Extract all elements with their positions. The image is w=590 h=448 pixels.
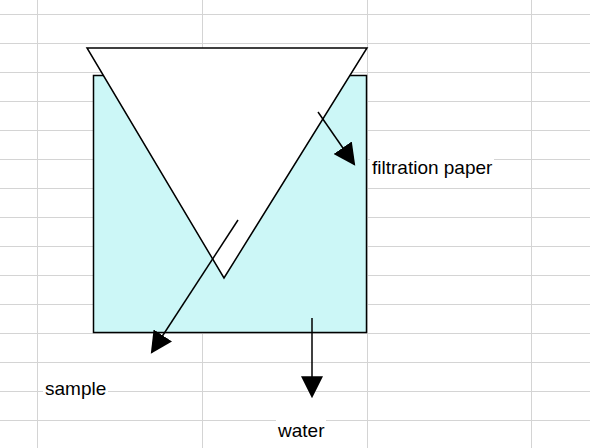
filter-paper-arrow (318, 112, 354, 164)
sample-arrow (152, 220, 238, 352)
part-label: sample (43, 378, 108, 400)
water-arrow (311, 318, 313, 396)
filter-paper-cone (87, 48, 367, 278)
part-label: water (276, 420, 326, 442)
part-label: filtration paper (370, 157, 494, 179)
